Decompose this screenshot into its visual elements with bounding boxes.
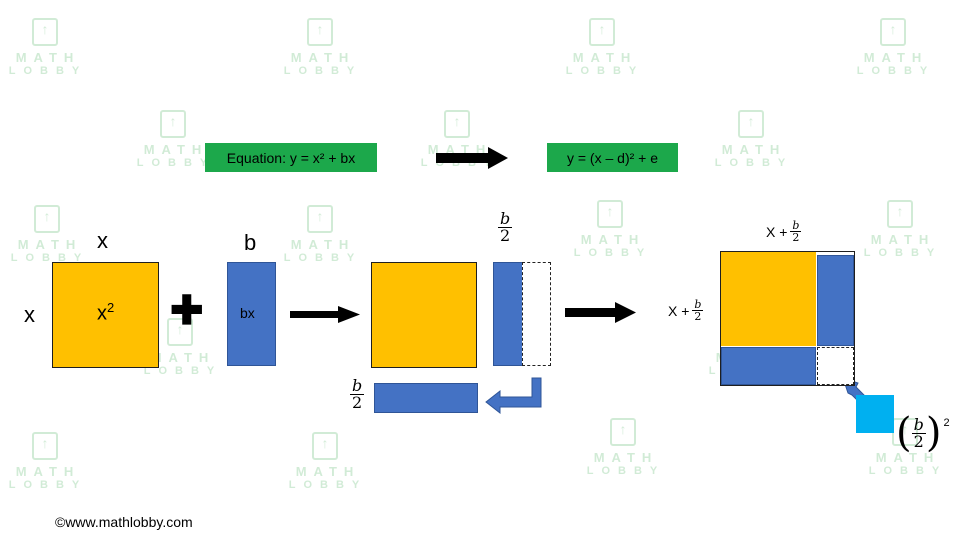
watermark-upload-icon <box>34 205 60 233</box>
watermark-upload-icon <box>32 432 58 460</box>
completed-square <box>720 251 855 386</box>
square-top-label: x <box>97 228 108 253</box>
paren-right: ) <box>925 410 942 456</box>
completed-blue-right <box>817 255 854 346</box>
watermark-upload-icon <box>738 110 764 138</box>
watermark-upload-icon <box>307 205 333 233</box>
completed-blue-bottom <box>721 347 816 385</box>
paren-left: ( <box>896 410 912 456</box>
watermark-upload-icon <box>307 18 333 46</box>
watermark-upload-icon <box>880 18 906 46</box>
bx-rectangle <box>227 262 276 366</box>
removed-half-outline <box>522 262 551 366</box>
small-square-exponent: 2 <box>943 417 950 429</box>
watermark-upload-icon <box>887 200 913 228</box>
rect-area-label: bx <box>240 305 255 321</box>
square-left-label: x <box>24 302 35 327</box>
watermark-upload-icon <box>589 18 615 46</box>
rect-top-label: b <box>244 230 257 255</box>
missing-corner-square <box>817 347 854 385</box>
watermark-upload-icon <box>597 200 623 228</box>
square-area-label: x2 <box>97 300 115 325</box>
bend-arrow <box>485 377 542 415</box>
step-arrow-1 <box>290 306 360 323</box>
result-box: y = (x – d)² + e <box>547 143 678 172</box>
equation-box: Equation: y = x² + bx <box>205 143 377 172</box>
watermark-upload-icon <box>167 318 193 346</box>
yellow-square-step2 <box>371 262 477 368</box>
watermark-upload-icon <box>312 432 338 460</box>
watermark-upload-icon <box>32 18 58 46</box>
copyright-text: ©www.mathlobby.com <box>55 514 193 530</box>
equation-arrow <box>436 147 508 169</box>
plus-sign: ✚ <box>170 289 204 333</box>
half-rect-vertical <box>493 262 523 366</box>
watermark-upload-icon <box>160 110 186 138</box>
watermark-upload-icon <box>610 418 636 446</box>
small-square <box>856 395 894 433</box>
watermark-upload-icon <box>444 110 470 138</box>
step-arrow-2 <box>565 302 636 323</box>
completed-yellow-part <box>721 252 816 346</box>
half-rect-horizontal <box>374 383 478 413</box>
x-squared-square <box>52 262 159 368</box>
